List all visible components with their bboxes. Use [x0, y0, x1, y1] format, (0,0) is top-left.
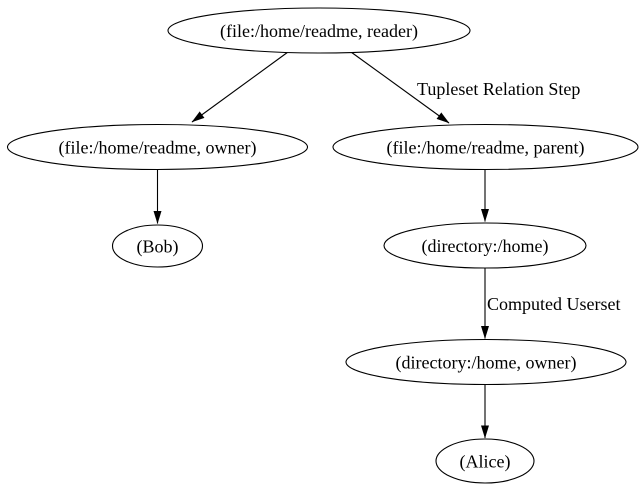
node-bob: (Bob) — [111, 224, 204, 268]
node-ellipse — [332, 123, 639, 171]
node-ellipse — [383, 222, 587, 269]
node-label: (file:/home/readme, reader) — [220, 21, 418, 42]
node-alice: (Alice) — [435, 438, 535, 484]
edge-dir-home-dir-home-owner: Computed Userset — [481, 268, 620, 339]
node-ellipse — [435, 438, 535, 484]
node-ellipse — [111, 224, 204, 268]
edge-line — [350, 51, 450, 124]
node-ellipse — [167, 7, 471, 54]
node-ellipse — [6, 123, 309, 171]
node-label: (directory:/home) — [422, 236, 549, 257]
node-label: (file:/home/readme, owner) — [59, 138, 257, 159]
node-label: (Alice) — [460, 452, 511, 473]
node-label: (directory:/home, owner) — [396, 353, 577, 374]
edge-line — [191, 51, 289, 123]
node-file-home-readme-owner: (file:/home/readme, owner) — [6, 123, 309, 171]
node-label: (Bob) — [137, 237, 179, 258]
node-directory-home-owner: (directory:/home, owner) — [345, 338, 627, 386]
node-file-home-readme-parent: (file:/home/readme, parent) — [332, 123, 639, 171]
edge-label-computed-userset: Computed Userset — [487, 294, 620, 314]
edge-reader-parent: Tupleset Relation Step — [350, 51, 580, 124]
node-label: (file:/home/readme, parent) — [387, 138, 585, 159]
node-ellipse — [345, 338, 627, 386]
edge-label-tupleset-relation-step: Tupleset Relation Step — [417, 79, 580, 99]
edge-reader-owner — [191, 51, 289, 123]
node-file-home-readme-reader: (file:/home/readme, reader) — [167, 7, 471, 54]
node-directory-home: (directory:/home) — [383, 222, 587, 269]
